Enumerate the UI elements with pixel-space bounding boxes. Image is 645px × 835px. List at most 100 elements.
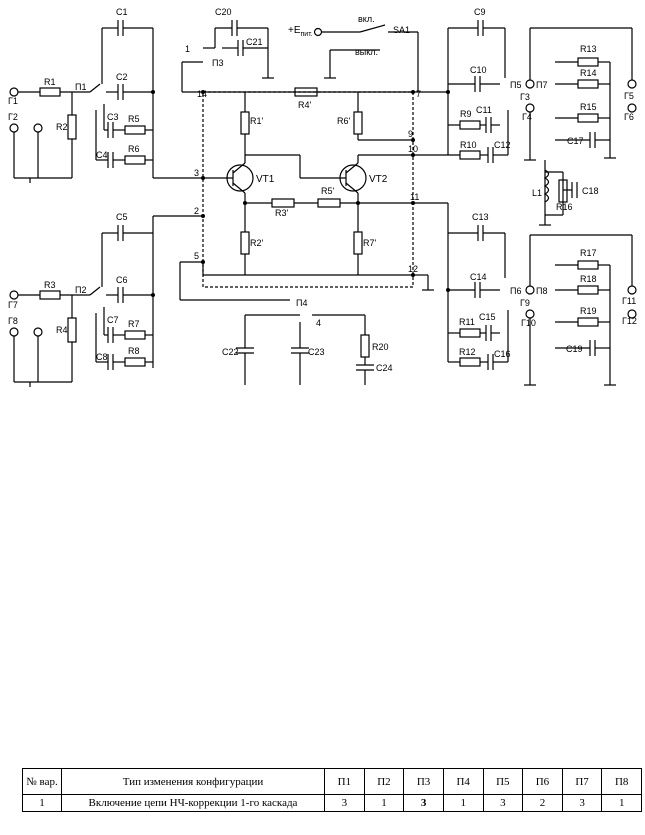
col-variant-number: № вар. xyxy=(22,768,62,795)
label-r6: R6 xyxy=(128,144,140,154)
label-c14: C14 xyxy=(470,272,487,282)
label-switch-off: выкл. xyxy=(355,47,378,57)
col-p4: П4 xyxy=(442,768,484,795)
label-c22: C22 xyxy=(222,347,239,357)
label-r15: R15 xyxy=(580,102,597,112)
col-p8: П8 xyxy=(601,768,642,795)
label-c16: C16 xyxy=(494,349,511,359)
label-r10: R10 xyxy=(460,140,477,150)
cell-variant-number: 1 xyxy=(22,794,62,812)
label-g4: Г4 xyxy=(522,112,532,122)
label-c13: C13 xyxy=(472,212,489,222)
table-row: 1 Включение цепи НЧ-коррекции 1-го каска… xyxy=(22,794,642,812)
label-r5p: R5' xyxy=(321,186,335,196)
label-g8: Г8 xyxy=(8,316,18,326)
col-p7: П7 xyxy=(561,768,603,795)
label-switch-name: SA1 xyxy=(393,25,410,35)
label-r20: R20 xyxy=(372,342,389,352)
label-c1: C1 xyxy=(116,7,128,17)
label-c10: C10 xyxy=(470,65,487,75)
label-r7: R7 xyxy=(128,319,140,329)
col-p3: П3 xyxy=(403,768,444,795)
label-c4: C4 xyxy=(96,150,108,160)
label-vt1: VT1 xyxy=(256,174,275,185)
node-3: 3 xyxy=(194,168,199,178)
label-c24: C24 xyxy=(376,363,393,373)
label-r18: R18 xyxy=(580,274,597,284)
label-l1: L1 xyxy=(532,188,542,198)
col-p2: П2 xyxy=(363,768,405,795)
label-g9: Г9 xyxy=(520,298,530,308)
label-vt2: VT2 xyxy=(369,174,388,185)
label-g6: Г6 xyxy=(624,112,634,122)
label-p6: П6 xyxy=(510,286,521,296)
label-r5: R5 xyxy=(128,114,140,124)
label-g3: Г3 xyxy=(520,92,530,102)
label-r3p: R3' xyxy=(275,208,289,218)
node-12: 11 xyxy=(410,192,419,202)
node-5: 5 xyxy=(194,251,199,261)
cell-p5: 3 xyxy=(482,794,524,812)
label-c12: C12 xyxy=(494,140,511,150)
label-g7: Г7 xyxy=(8,300,18,310)
cell-p2: 1 xyxy=(363,794,405,812)
label-g5: Г5 xyxy=(624,91,634,101)
label-r1p: R1' xyxy=(250,116,264,126)
label-p2: П2 xyxy=(75,285,86,295)
label-r9: R9 xyxy=(460,109,472,119)
label-p3: П3 xyxy=(212,58,223,68)
cell-config-type: Включение цепи НЧ-коррекции 1-го каскада xyxy=(61,794,325,812)
col-config-type: Тип изменения конфигурации xyxy=(61,768,325,795)
circuit-schematic: +Eпит. вкл. SA1 выкл. VT1 VT2 L1 C1 C2 C… xyxy=(8,7,637,387)
label-p8: П8 xyxy=(536,286,547,296)
cell-p4: 1 xyxy=(442,794,484,812)
cell-p1: 3 xyxy=(324,794,365,812)
label-c6: C6 xyxy=(116,275,128,285)
label-r1: R1 xyxy=(44,77,56,87)
label-r13: R13 xyxy=(580,44,597,54)
node-10: 10 xyxy=(408,144,418,154)
label-g1: Г1 xyxy=(8,96,18,106)
label-c21: C21 xyxy=(246,37,263,47)
node-14: 12 xyxy=(408,264,418,274)
cell-p6: 2 xyxy=(522,794,563,812)
label-c7: C7 xyxy=(107,315,119,325)
label-r19: R19 xyxy=(580,306,597,316)
label-r3: R3 xyxy=(44,280,56,290)
label-g12: Г12 xyxy=(622,316,637,326)
table-header-row: № вар. Тип изменения конфигурации П1 П2 … xyxy=(22,768,642,795)
node-4: 4 xyxy=(316,318,321,328)
cell-p7: 3 xyxy=(561,794,603,812)
label-r2p: R2' xyxy=(250,238,264,248)
label-g2: Г2 xyxy=(8,112,18,122)
label-supply: +Eпит. xyxy=(288,25,313,38)
label-p4: П4 xyxy=(296,298,307,308)
label-c18: C18 xyxy=(582,186,599,196)
label-p5: П5 xyxy=(510,80,521,90)
label-r11: R11 xyxy=(459,317,475,327)
label-r12: R12 xyxy=(459,347,476,357)
col-p5: П5 xyxy=(482,768,524,795)
label-c23: C23 xyxy=(308,347,325,357)
label-g10: Г10 xyxy=(521,318,536,328)
label-p7: П7 xyxy=(536,80,547,90)
node-9: 9 xyxy=(408,129,413,139)
node-11: 14 xyxy=(197,89,207,99)
label-r8: R8 xyxy=(128,346,140,356)
label-r2: R2 xyxy=(56,122,68,132)
label-c17: C17 xyxy=(567,136,584,146)
label-c11: C11 xyxy=(476,105,492,115)
label-r7p: R7' xyxy=(363,238,377,248)
label-c20: C20 xyxy=(215,7,232,17)
col-p6: П6 xyxy=(522,768,563,795)
label-r6p: R6' xyxy=(337,116,351,126)
label-g11: Г11 xyxy=(622,296,636,306)
node-7: 7 xyxy=(416,89,421,99)
configuration-table: № вар. Тип изменения конфигурации П1 П2 … xyxy=(22,768,642,812)
label-c9: C9 xyxy=(474,7,486,17)
label-c19: C19 xyxy=(566,344,583,354)
label-c15: C15 xyxy=(479,312,496,322)
label-p1: П1 xyxy=(75,82,86,92)
label-r4: R4 xyxy=(56,325,68,335)
label-r4p: R4' xyxy=(298,100,312,110)
